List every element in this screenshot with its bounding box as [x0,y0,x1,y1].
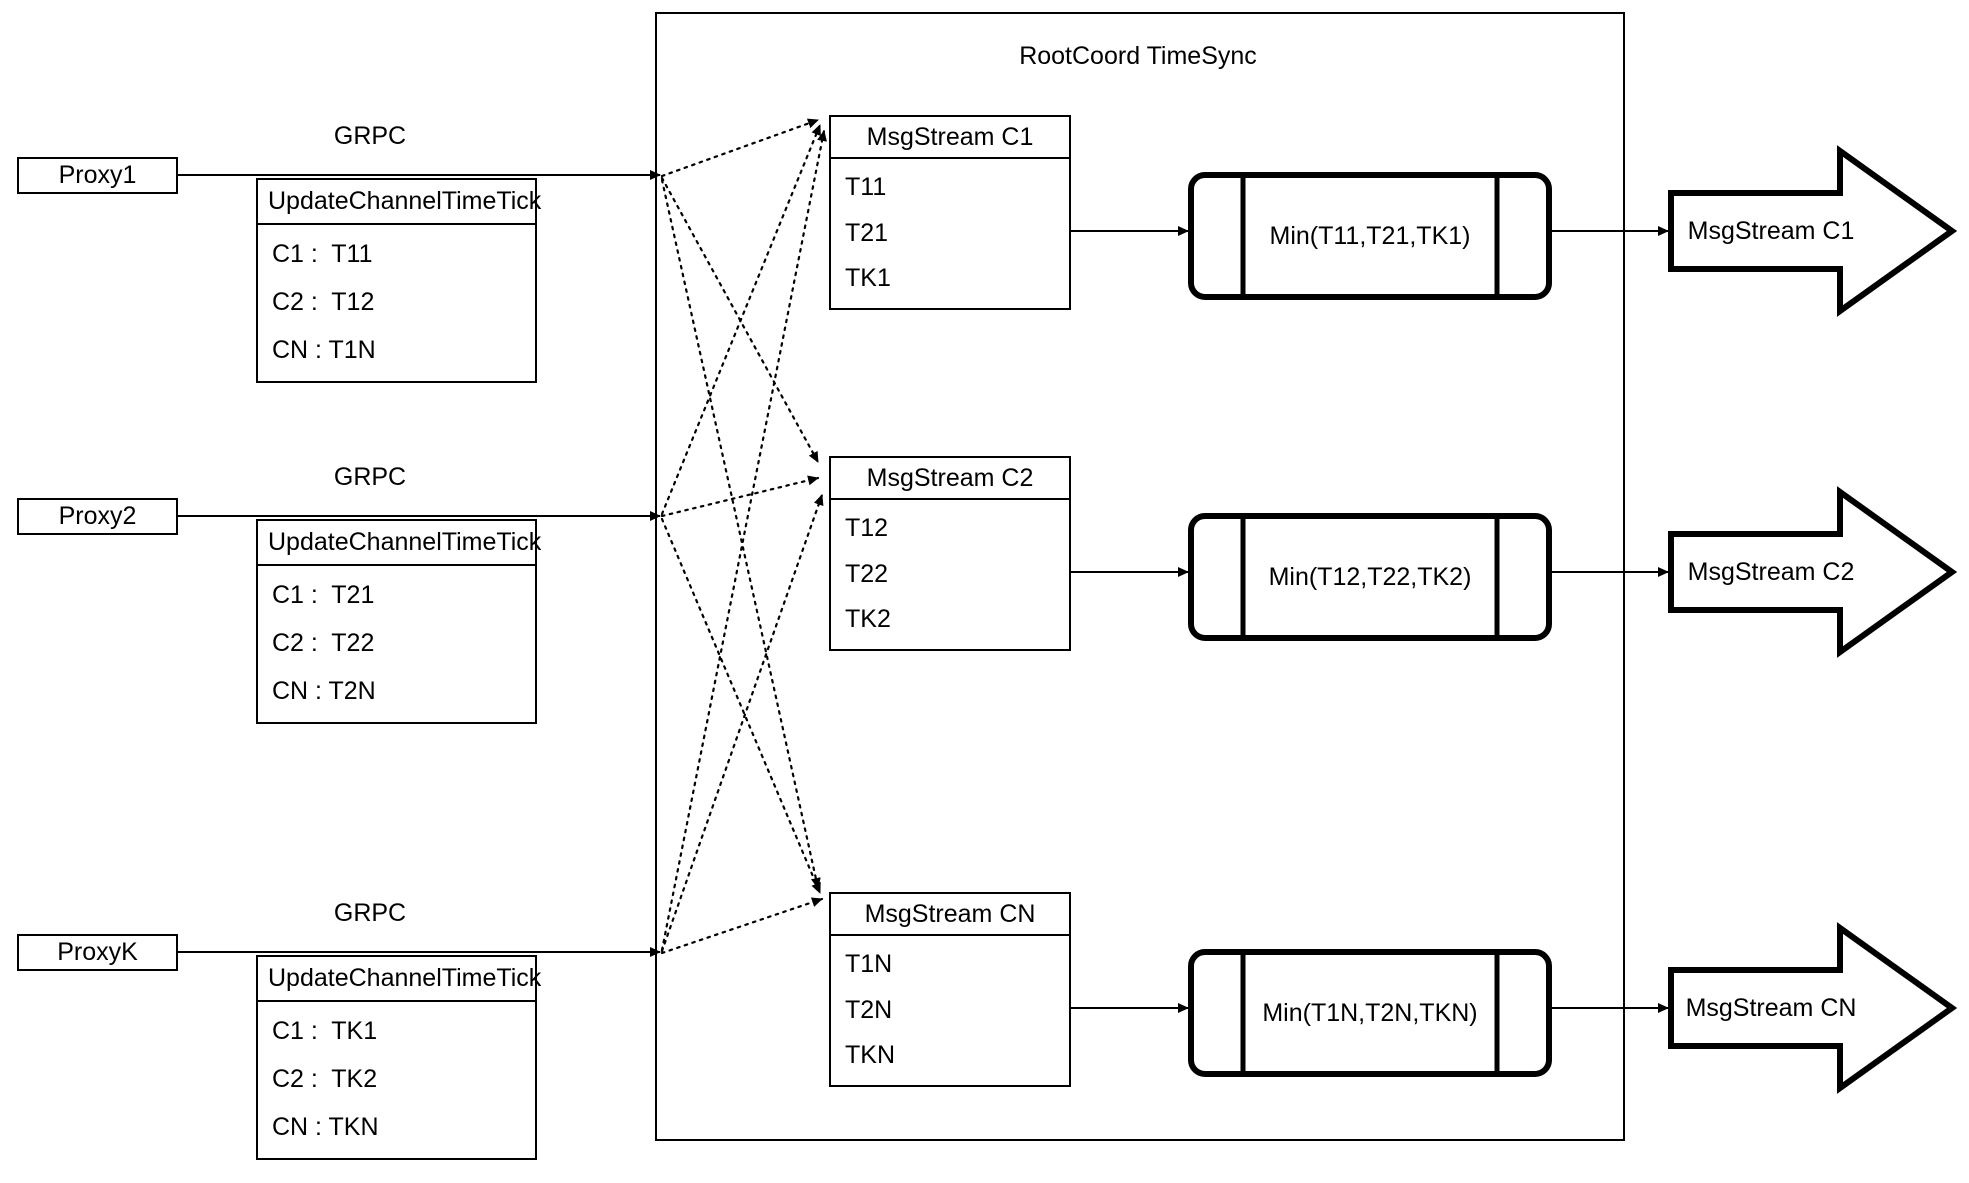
update-channel-timetick-box-2: UpdateChannelTimeTick C1 : T21 C2 : T22 … [256,519,541,724]
request-rows: C1 : T11 C2 : T12 CN : T1N [258,225,535,381]
msgstream-rows: T12 T22 TK2 [831,500,1069,649]
msgstream-title: MsgStream C2 [831,458,1069,500]
msgstream-row: T11 [845,173,887,202]
proxy-box-3[interactable]: ProxyK [17,934,178,971]
request-row: CN : T2N [272,677,376,706]
reducer-box-1: Min(T11,T21,TK1) [1191,175,1549,297]
reducer-box-2: Min(T12,T22,TK2) [1191,516,1549,638]
update-channel-timetick-box-1: UpdateChannelTimeTick C1 : T11 C2 : T12 … [256,178,541,383]
proxy-label: ProxyK [57,938,138,966]
grpc-label-2: GRPC [333,463,407,491]
reducer-label: Min(T11,T21,TK1) [1269,221,1471,250]
request-row: C1 : T21 [272,581,375,610]
grpc-label-3: GRPC [333,899,407,927]
request-row: C2 : TK2 [272,1065,378,1094]
proxy-label: Proxy2 [58,502,137,530]
output-msgstream-arrow-1: MsgStream C1 [1671,151,1952,311]
proxy-box-1[interactable]: Proxy1 [17,157,178,194]
request-row: C1 : T11 [272,240,373,269]
proxy-label: Proxy1 [58,161,137,189]
request-rows: C1 : TK1 C2 : TK2 CN : TKN [258,1002,535,1158]
request-rows: C1 : T21 C2 : T22 CN : T2N [258,566,535,722]
output-msgstream-arrow-2: MsgStream C2 [1671,492,1952,652]
request-title: UpdateChannelTimeTick [258,957,541,1002]
grpc-label-1: GRPC [333,122,407,150]
reducer-box-3: Min(T1N,T2N,TKN) [1191,952,1549,1074]
reducer-label: Min(T1N,T2N,TKN) [1262,998,1478,1027]
rootcoord-timesync-container [655,12,1625,1141]
update-channel-timetick-box-3: UpdateChannelTimeTick C1 : TK1 C2 : TK2 … [256,955,541,1160]
rootcoord-timesync-title: RootCoord TimeSync [1019,42,1257,70]
request-row: C1 : TK1 [272,1017,378,1046]
msgstream-title: MsgStream C1 [831,117,1069,159]
msgstream-box-3: MsgStream CN T1N T2N TKN [829,892,1071,1087]
request-row: C2 : T12 [272,288,375,317]
request-title: UpdateChannelTimeTick [258,521,541,566]
output-msgstream-label: MsgStream CN [1685,993,1857,1022]
msgstream-row: T12 [845,514,889,543]
output-msgstream-label: MsgStream C2 [1687,557,1855,586]
request-row: CN : TKN [272,1113,379,1142]
msgstream-box-2: MsgStream C2 T12 T22 TK2 [829,456,1071,651]
msgstream-row: T2N [845,995,893,1024]
msgstream-row: T22 [845,559,889,588]
request-row: C2 : T22 [272,629,375,658]
msgstream-row: TK1 [845,264,891,293]
msgstream-rows: T11 T21 TK1 [831,159,1069,308]
msgstream-row: TK2 [845,605,891,634]
reducer-label: Min(T12,T22,TK2) [1268,562,1472,591]
msgstream-row: T1N [845,950,893,979]
request-title: UpdateChannelTimeTick [258,180,541,225]
request-row: CN : T1N [272,336,376,365]
msgstream-title: MsgStream CN [831,894,1069,936]
output-msgstream-label: MsgStream C1 [1687,216,1855,245]
proxy-box-2[interactable]: Proxy2 [17,498,178,535]
msgstream-rows: T1N T2N TKN [831,936,1069,1085]
msgstream-row: TKN [845,1041,895,1070]
msgstream-box-1: MsgStream C1 T11 T21 TK1 [829,115,1071,310]
output-msgstream-arrow-3: MsgStream CN [1671,928,1952,1088]
msgstream-row: T21 [845,218,889,247]
